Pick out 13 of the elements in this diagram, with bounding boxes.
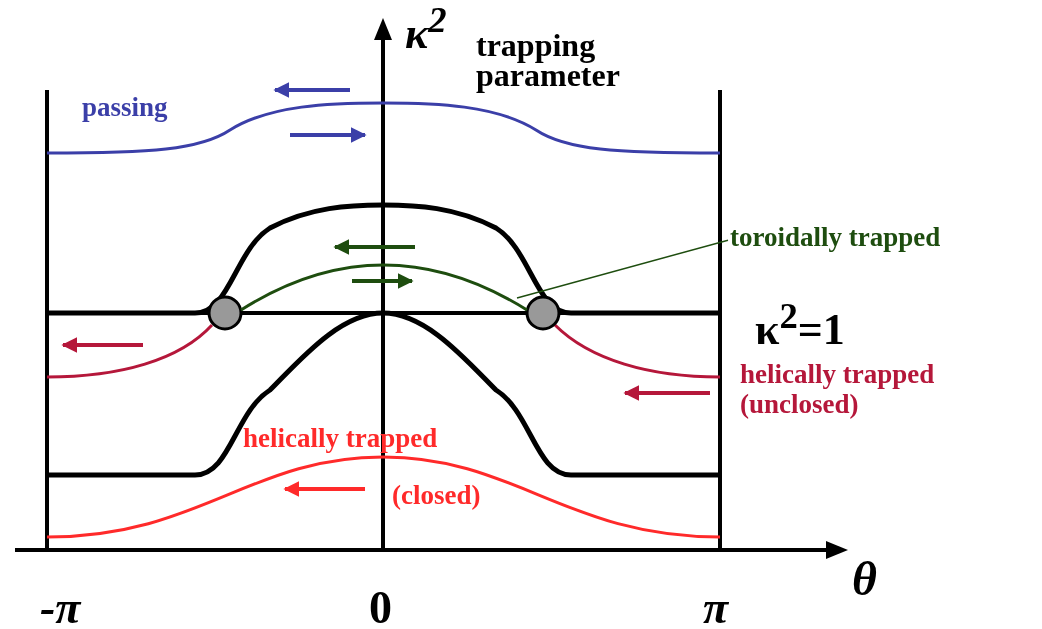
tick-label: 0 — [369, 585, 392, 629]
leader-line — [516, 239, 729, 299]
axis-label: θ — [852, 555, 877, 603]
axis-label: κ$^{2}$ — [405, 2, 447, 56]
tick-label: π — [703, 585, 729, 629]
trajectory-curve — [240, 263, 528, 312]
curve-label: (closed) — [392, 482, 481, 509]
tick-label: -π — [40, 585, 81, 629]
curve-label: passing — [82, 94, 168, 121]
axis-label: trapping parameter — [476, 30, 621, 91]
separatrix-label: κ$^{2}$=1 — [755, 298, 845, 352]
callout-text: toroidally trapped — [730, 224, 941, 251]
curve-label: helically trapped (unclosed) — [740, 360, 936, 420]
